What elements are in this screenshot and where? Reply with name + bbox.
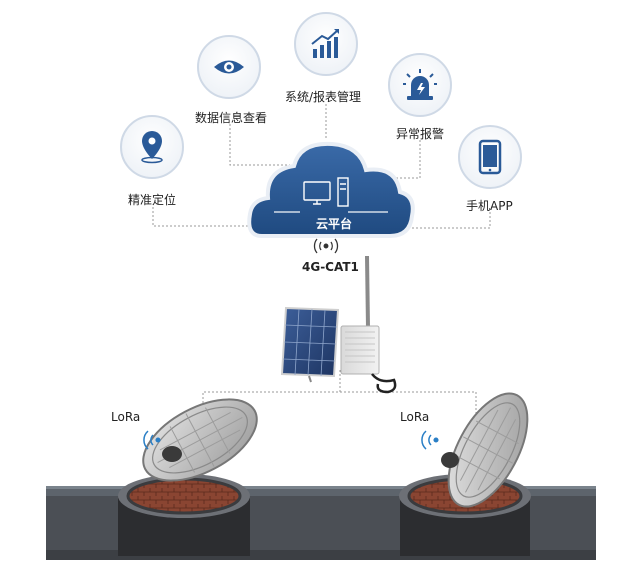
sensor-node xyxy=(162,446,182,462)
feature-positioning xyxy=(120,115,184,179)
wireless-signal-icon xyxy=(313,238,339,254)
bar-chart-trend-icon xyxy=(311,29,339,58)
lora-label-left: LoRa xyxy=(111,410,140,424)
feature-label-mobile-app: 手机APP xyxy=(466,199,513,213)
cloud-platform: 云平台 xyxy=(247,141,415,238)
uplink: 4G-CAT1 xyxy=(302,238,359,274)
server-icon xyxy=(274,177,388,213)
feature-data-view xyxy=(197,35,261,99)
wireless-signal-icon xyxy=(421,430,439,450)
antenna xyxy=(365,255,370,329)
lora-label-right: LoRa xyxy=(400,410,429,424)
feature-label-system-report: 系统/报表管理 xyxy=(285,90,362,104)
feature-label-alarm: 异常报警 xyxy=(396,127,445,141)
uplink-label: 4G-CAT1 xyxy=(302,260,359,274)
feature-mobile-app xyxy=(458,125,522,189)
sensor-node xyxy=(441,452,459,468)
alarm-siren-icon xyxy=(403,69,437,100)
lora-gateway xyxy=(280,255,397,394)
manhole-cover xyxy=(447,392,529,508)
cloud-label: 云平台 xyxy=(316,216,352,231)
solar-panel xyxy=(280,306,340,383)
smartphone-icon xyxy=(478,139,502,175)
location-pin-icon xyxy=(141,131,163,164)
eye-icon xyxy=(214,60,244,74)
manhole-right: LoRa xyxy=(399,392,531,556)
wireless-signal-icon xyxy=(143,430,161,450)
feature-label-data-view: 数据信息查看 xyxy=(195,111,268,125)
feature-label-positioning: 精准定位 xyxy=(128,193,177,207)
feature-alarm xyxy=(388,53,452,117)
manhole-left: LoRa xyxy=(111,398,258,556)
gateway-box xyxy=(340,325,397,394)
feature-system-report xyxy=(294,12,358,76)
